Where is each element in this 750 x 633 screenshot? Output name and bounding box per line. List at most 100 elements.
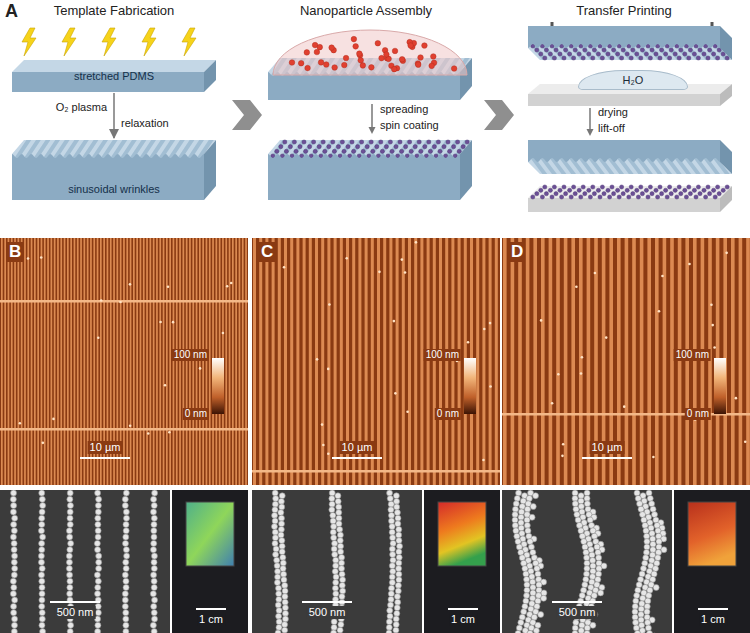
- nanoparticle: [646, 490, 652, 496]
- nanoparticle: [361, 149, 365, 153]
- nanoparticle: [524, 517, 530, 523]
- nanoparticle: [386, 630, 392, 633]
- nanoparticle: [150, 591, 156, 597]
- nanoparticle: [123, 515, 129, 521]
- nanoparticle: [602, 192, 606, 196]
- nanoparticle: [152, 597, 158, 603]
- nanoparticle: [388, 507, 394, 513]
- sem-ground: [502, 490, 672, 633]
- nanoparticle: [584, 625, 590, 631]
- afm-speck: [744, 441, 747, 444]
- nanoparticle: [279, 504, 285, 510]
- nanoparticle: [333, 591, 339, 597]
- nanoparticle: [386, 619, 392, 625]
- wrinkle-stripe: [156, 238, 158, 485]
- nanoparticle: [427, 140, 431, 144]
- nanoparticle: [696, 185, 700, 189]
- nanoparticle: [456, 140, 460, 144]
- wrinkle-stripe: [150, 238, 152, 485]
- slab-side: [720, 26, 732, 60]
- afm-speck: [168, 431, 171, 434]
- wrinkle-stripe: [41, 238, 43, 485]
- nanoparticle: [281, 571, 287, 577]
- nanoparticle: [640, 566, 646, 572]
- nanoparticle: [602, 48, 606, 52]
- wrinkle-stripe: [685, 238, 689, 485]
- wrinkle-stripe: [126, 238, 128, 485]
- nanoparticle: [271, 524, 277, 530]
- sample-photo: [674, 490, 750, 633]
- wrinkle-stripe: [303, 238, 306, 485]
- nanoparticle: [587, 52, 591, 56]
- nanoparticle: [333, 557, 339, 563]
- nanoparticle: [332, 65, 338, 71]
- nanoparticle: [339, 560, 345, 566]
- nanoparticle: [340, 140, 344, 144]
- nanoparticle: [350, 140, 354, 144]
- nanoparticle: [39, 540, 45, 546]
- nanoparticle: [704, 195, 708, 199]
- nanoparticle: [278, 526, 284, 532]
- pdms-slab: stretched PDMS: [12, 60, 216, 92]
- afm-speck: [658, 310, 661, 313]
- wrinkle-stripe: [439, 238, 442, 485]
- sem-image: [502, 490, 672, 633]
- nanoparticle: [452, 145, 456, 149]
- nanoparticle: [579, 622, 585, 628]
- nanoparticle: [596, 566, 602, 572]
- nanoparticle: [654, 560, 660, 566]
- nanoparticle: [67, 547, 73, 553]
- wrinkle-stripe: [143, 238, 145, 485]
- nanoparticle: [278, 515, 284, 521]
- nanoparticle: [67, 522, 73, 528]
- wrinkle-stripe: [549, 238, 553, 485]
- wrinkle-stripe: [278, 238, 281, 485]
- nanoparticle: [151, 603, 157, 609]
- afm-speck: [167, 285, 170, 288]
- nanoparticle: [388, 501, 394, 507]
- nanoparticle: [684, 195, 688, 199]
- nanoparticle: [273, 546, 279, 552]
- step-label: spreading: [380, 103, 428, 116]
- afm-speck: [661, 275, 664, 278]
- nanoparticle: [584, 495, 590, 501]
- nanoparticle: [527, 630, 533, 633]
- wrinkle-stripe: [18, 238, 20, 485]
- nanoparticle: [515, 539, 521, 545]
- nanoparticle: [436, 140, 440, 144]
- nanoparticle: [669, 192, 673, 196]
- nanoparticle: [123, 610, 129, 616]
- nanoparticle: [650, 536, 656, 542]
- nanoparticle: [276, 613, 282, 619]
- nanoparticle: [67, 534, 73, 540]
- nanoparticle: [375, 145, 379, 149]
- nanoparticle: [534, 603, 540, 609]
- nanoparticle: [292, 140, 296, 144]
- nanoparticle: [330, 518, 336, 524]
- nanoparticle: [616, 52, 620, 56]
- nanoparticle: [278, 510, 284, 516]
- afm-speck: [467, 341, 470, 344]
- wrinkle-stripe: [123, 238, 125, 485]
- nanoparticle: [595, 549, 601, 555]
- step-label: spin coating: [380, 119, 439, 132]
- nanoparticle: [543, 56, 547, 60]
- nanoparticle: [642, 560, 648, 566]
- nanoparticle: [572, 495, 578, 501]
- wrinkle-stripe: [541, 238, 545, 485]
- nanoparticle: [581, 56, 585, 60]
- nanoparticle: [677, 56, 681, 60]
- wrinkle-stripe: [34, 238, 36, 485]
- afm-speck: [222, 332, 225, 335]
- nanoparticle: [639, 601, 645, 607]
- node-label: sinusoidal wrinkles: [68, 183, 160, 196]
- lightning-bolt: [62, 28, 76, 56]
- slab-side: [720, 186, 732, 212]
- nanoparticle: [95, 528, 101, 534]
- nanoparticle: [521, 560, 527, 566]
- nanoparticle: [282, 594, 288, 600]
- nanoparticle: [337, 538, 343, 544]
- nanoparticle: [696, 56, 700, 60]
- nanoparticle: [284, 149, 288, 153]
